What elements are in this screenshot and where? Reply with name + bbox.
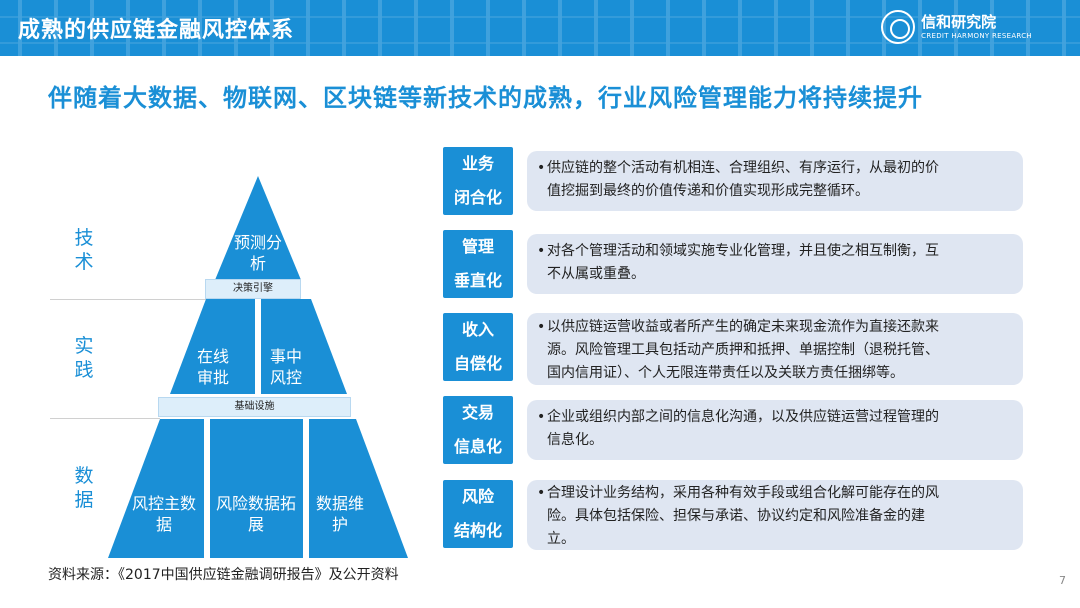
row-description: •供应链的整个活动有机相连、合理组织、有序运行，从最初的价 值挖掘到最终的价值传… xyxy=(527,151,1023,211)
pyramid-bottom-right xyxy=(309,419,408,558)
layer-label-tech: 技术 xyxy=(74,227,94,273)
row-tab: 收入自偿化 xyxy=(443,313,513,381)
row-description: •对各个管理活动和领域实施专业化管理，并且使之相互制衡，互 不从属或重叠。 xyxy=(527,234,1023,294)
pyramid-top xyxy=(215,176,301,280)
row-description: •以供应链运营收益或者所产生的确定未来现金流作为直接还款来 源。风险管理工具包括… xyxy=(527,313,1023,385)
pyramid-middle-left xyxy=(170,299,255,394)
logo-name-en: CREDIT HARMONY RESEARCH xyxy=(921,31,1032,40)
band-decision-engine: 决策引擎 xyxy=(205,279,301,299)
row-income: 收入自偿化 •以供应链运营收益或者所产生的确定未来现金流作为直接还款来 源。风险… xyxy=(443,313,1023,385)
row-description: •企业或组织内部之间的信息化沟通，以及供应链运营过程管理的 信息化。 xyxy=(527,400,1023,460)
slide-title: 成熟的供应链金融风控体系 xyxy=(18,18,295,43)
pyramid-text-bottom-left: 风控主数据 xyxy=(132,494,197,534)
page-number: 7 xyxy=(1059,574,1066,587)
row-risk: 风险结构化 •合理设计业务结构，采用各种有效手段或组合化解可能存在的风 险。具体… xyxy=(443,480,1023,550)
row-management: 管理垂直化 •对各个管理活动和领域实施专业化管理，并且使之相互制衡，互 不从属或… xyxy=(443,230,1023,298)
band-infrastructure: 基础设施 xyxy=(158,397,351,417)
pyramid-text-middle-left: 在线审批 xyxy=(196,347,229,387)
pyramid-text-bottom-center: 风险数据拓展 xyxy=(215,494,296,534)
layer-label-practice: 实践 xyxy=(74,335,94,381)
pyramid-bottom-left xyxy=(108,419,204,558)
row-tab: 业务闭合化 xyxy=(443,147,513,215)
pyramid-text-middle-right: 事中风控 xyxy=(269,347,302,387)
logo: 信和研究院 CREDIT HARMONY RESEARCH xyxy=(881,10,1032,44)
layer-label-data: 数据 xyxy=(74,465,94,511)
pyramid-middle-right xyxy=(261,299,347,394)
row-tab: 管理垂直化 xyxy=(443,230,513,298)
row-tab: 风险结构化 xyxy=(443,480,513,548)
header-bar: 成熟的供应链金融风控体系 信和研究院 CREDIT HARMONY RESEAR… xyxy=(0,0,1080,56)
pyramid-bottom-center xyxy=(210,419,303,558)
row-business: 业务闭合化 •供应链的整个活动有机相连、合理组织、有序运行，从最初的价 值挖掘到… xyxy=(443,147,1023,215)
slide-subtitle: 伴随着大数据、物联网、区块链等新技术的成熟，行业风险管理能力将持续提升 xyxy=(48,84,923,112)
pyramid-diagram xyxy=(108,176,408,558)
pyramid-text-top: 预测分析 xyxy=(233,233,282,273)
logo-emblem-icon xyxy=(881,10,916,44)
divider-line-2 xyxy=(50,418,160,419)
row-tab: 交易信息化 xyxy=(443,396,513,464)
row-transaction: 交易信息化 •企业或组织内部之间的信息化沟通，以及供应链运营过程管理的 信息化。 xyxy=(443,396,1023,464)
divider-line-1 xyxy=(50,299,220,300)
row-description: •合理设计业务结构，采用各种有效手段或组合化解可能存在的风 险。具体包括保险、担… xyxy=(527,480,1023,550)
logo-name-cn: 信和研究院 xyxy=(921,12,997,31)
source-note: 资料来源：《2017中国供应链金融调研报告》及公开资料 xyxy=(48,567,399,583)
pyramid-text-bottom-right: 数据维护 xyxy=(315,494,364,534)
